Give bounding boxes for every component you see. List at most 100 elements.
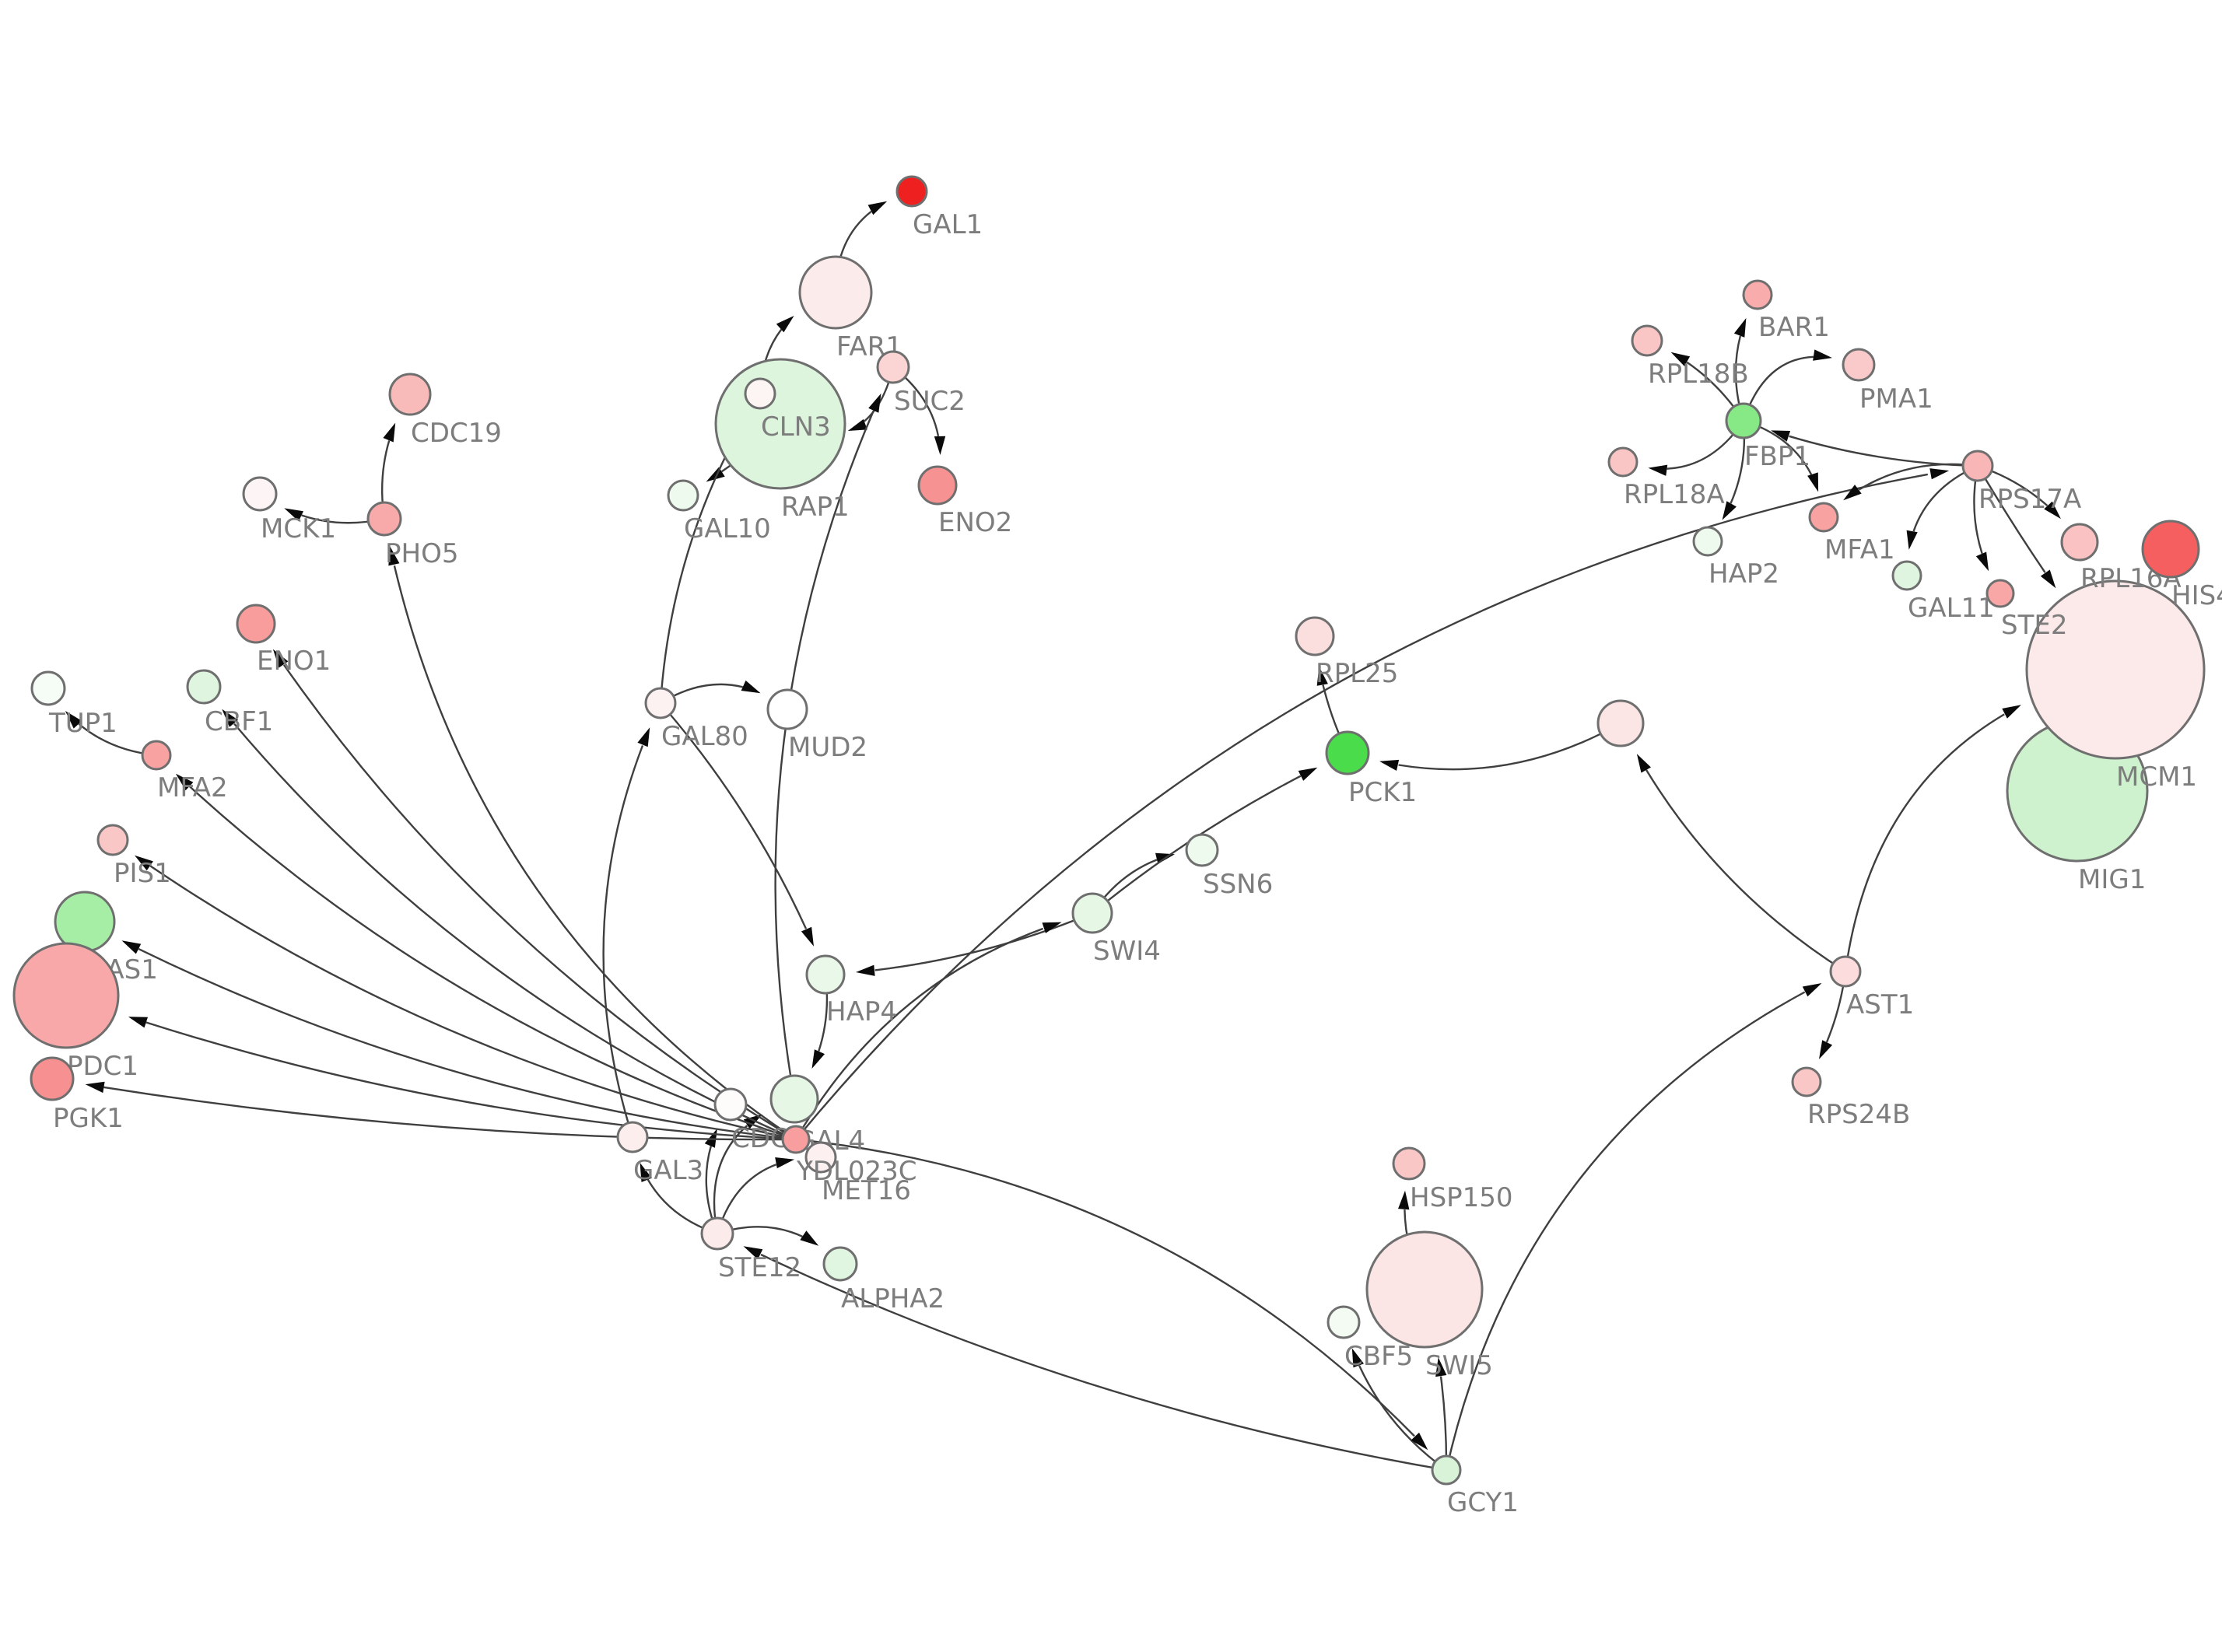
node-circle-NODE_X[interactable] (1596, 699, 1645, 747)
node-circle-PGK1[interactable] (30, 1056, 75, 1101)
node-circle-MFA1[interactable] (1808, 502, 1839, 533)
node-circle-CDC6[interactable] (713, 1087, 748, 1122)
node-label-GCY1: GCY1 (1447, 1487, 1519, 1518)
node-label-RPL18A: RPL18A (1624, 479, 1725, 510)
arrowhead-FBP1-BAR1 (1733, 317, 1747, 338)
arrowhead-FBP1-HAP2 (1722, 501, 1737, 520)
node-ENO2: ENO2 (917, 465, 1012, 538)
node-circle-MCK1[interactable] (242, 476, 278, 512)
node-GAL4: GAL4 (769, 1074, 865, 1157)
arrowhead-AST1-MCM1 (2002, 705, 2021, 719)
node-GAL1: GAL1 (895, 175, 983, 240)
node-circle-ENO1[interactable] (236, 604, 276, 644)
node-PCK1: PCK1 (1325, 730, 1417, 808)
arrowhead-RPS17A-MCM1 (2040, 569, 2056, 589)
arrowhead-SWI5-HSP150 (1398, 1190, 1410, 1210)
node-label-BAR1: BAR1 (1758, 312, 1830, 343)
node-circle-BAR1[interactable] (1742, 279, 1773, 310)
arrowhead-GAL80-MUD2 (741, 680, 761, 694)
node-circle-GAL10[interactable] (667, 479, 699, 512)
node-label-PCK1: PCK1 (1348, 777, 1417, 808)
node-PHO5: PHO5 (366, 501, 458, 569)
node-circle-RPL18A[interactable] (1607, 446, 1638, 478)
arrowhead-YDL023C-GAS1 (121, 940, 142, 954)
node-GAL80: GAL80 (644, 687, 748, 752)
arrowhead-YDL023C-PGK1 (85, 1081, 105, 1094)
node-circle-HIS4[interactable] (2141, 520, 2200, 579)
node-BAR1: BAR1 (1742, 279, 1830, 343)
node-circle-PCK1[interactable] (1325, 730, 1370, 775)
node-label-STE12: STE12 (718, 1252, 801, 1283)
node-circle-PDC1[interactable] (12, 942, 120, 1049)
node-circle-FBP1[interactable] (1725, 402, 1762, 439)
node-label-CBF1: CBF1 (205, 706, 273, 737)
node-circle-GCY1[interactable] (1431, 1454, 1462, 1486)
node-circle-GAL80[interactable] (644, 687, 677, 719)
edge-NODE_X-PCK1 (1398, 722, 1621, 771)
node-label-MUD2: MUD2 (788, 732, 867, 763)
node-circle-STE2[interactable] (1985, 579, 2015, 608)
edge-GCY1-STE12 (760, 1253, 1447, 1472)
node-circle-ALPHA2[interactable] (822, 1246, 858, 1282)
node-CBF5: CBF5 (1327, 1305, 1413, 1372)
node-circle-PIS1[interactable] (96, 824, 129, 856)
node-circle-TUP1[interactable] (30, 670, 66, 706)
node-PMA1: PMA1 (1842, 348, 1933, 415)
node-label-PMA1: PMA1 (1859, 383, 1933, 415)
node-circle-RPL18B[interactable] (1631, 324, 1663, 357)
node-circle-SUC2[interactable] (876, 350, 910, 384)
node-circle-SWI5[interactable] (1365, 1230, 1484, 1349)
node-circle-GAL1[interactable] (895, 175, 928, 208)
arrowhead-PHO5-CDC19 (383, 422, 396, 443)
node-circle-CBF5[interactable] (1327, 1305, 1361, 1339)
node-circle-FAR1[interactable] (798, 255, 873, 330)
arrowhead-CLN3-FAR1 (776, 316, 794, 333)
node-circle-GAL11[interactable] (1891, 560, 1922, 591)
node-circle-ENO2[interactable] (917, 465, 958, 506)
node-GAL11: GAL11 (1891, 560, 1995, 624)
node-circle-MFA2[interactable] (141, 740, 172, 771)
arrowhead-YDL023C-MFA2 (175, 773, 194, 791)
arrowhead-YDL023C-ENO1 (272, 649, 289, 668)
edge-YDL023C-MFA2 (189, 786, 797, 1141)
node-circle-SWI4[interactable] (1071, 892, 1113, 934)
arrowhead-AST1-NODE_X (1636, 754, 1651, 773)
node-circle-MCM1[interactable] (2025, 579, 2206, 760)
node-circle-CLN3[interactable] (744, 377, 776, 410)
arrowhead-YDL023C-GCY1 (1411, 1432, 1428, 1451)
node-circle-CDC19[interactable] (388, 373, 432, 416)
node-circle-HSP150[interactable] (1392, 1146, 1426, 1181)
node-RPL16A: RPL16A (2060, 523, 2182, 594)
node-circle-RPL25[interactable] (1295, 616, 1335, 656)
edge-GCY1-CBF5 (1358, 1365, 1447, 1471)
node-RPL25: RPL25 (1295, 616, 1398, 689)
node-circle-CBF1[interactable] (186, 669, 222, 705)
arrowhead-RPS17A-FBP1 (1771, 430, 1791, 442)
node-circle-RPS17A[interactable] (1961, 450, 1994, 482)
node-TUP1: TUP1 (30, 670, 117, 739)
node-circle-MET16[interactable] (804, 1141, 837, 1174)
node-RPL18B: RPL18B (1631, 324, 1749, 390)
node-circle-HAP2[interactable] (1692, 526, 1723, 557)
node-circle-PMA1[interactable] (1842, 348, 1876, 382)
node-circle-PHO5[interactable] (366, 501, 402, 537)
node-circle-MUD2[interactable] (766, 688, 808, 730)
node-RPS24B: RPS24B (1791, 1066, 1910, 1130)
node-circle-GAL3[interactable] (616, 1121, 649, 1153)
node-SSN6: SSN6 (1185, 833, 1273, 900)
node-circle-RPL16A[interactable] (2060, 523, 2099, 562)
arrowhead-GCY1-SWI5 (1435, 1357, 1447, 1377)
node-HIS4: HIS4 (2141, 520, 2222, 611)
node-circle-YDL023C[interactable] (781, 1125, 811, 1154)
node-CLN3: CLN3 (744, 377, 831, 443)
node-circle-HAP4[interactable] (805, 954, 846, 995)
edge-YDL023C-PIS1 (149, 865, 797, 1141)
arrowhead-GCY1-STE12 (743, 1246, 763, 1260)
node-circle-STE12[interactable] (700, 1216, 734, 1251)
arrowhead-GCY1-CBF5 (1351, 1348, 1364, 1368)
node-circle-RPS24B[interactable] (1791, 1066, 1822, 1097)
node-circle-AST1[interactable] (1829, 955, 1862, 988)
node-circle-SSN6[interactable] (1185, 833, 1219, 867)
node-circle-GAL4[interactable] (769, 1074, 819, 1124)
